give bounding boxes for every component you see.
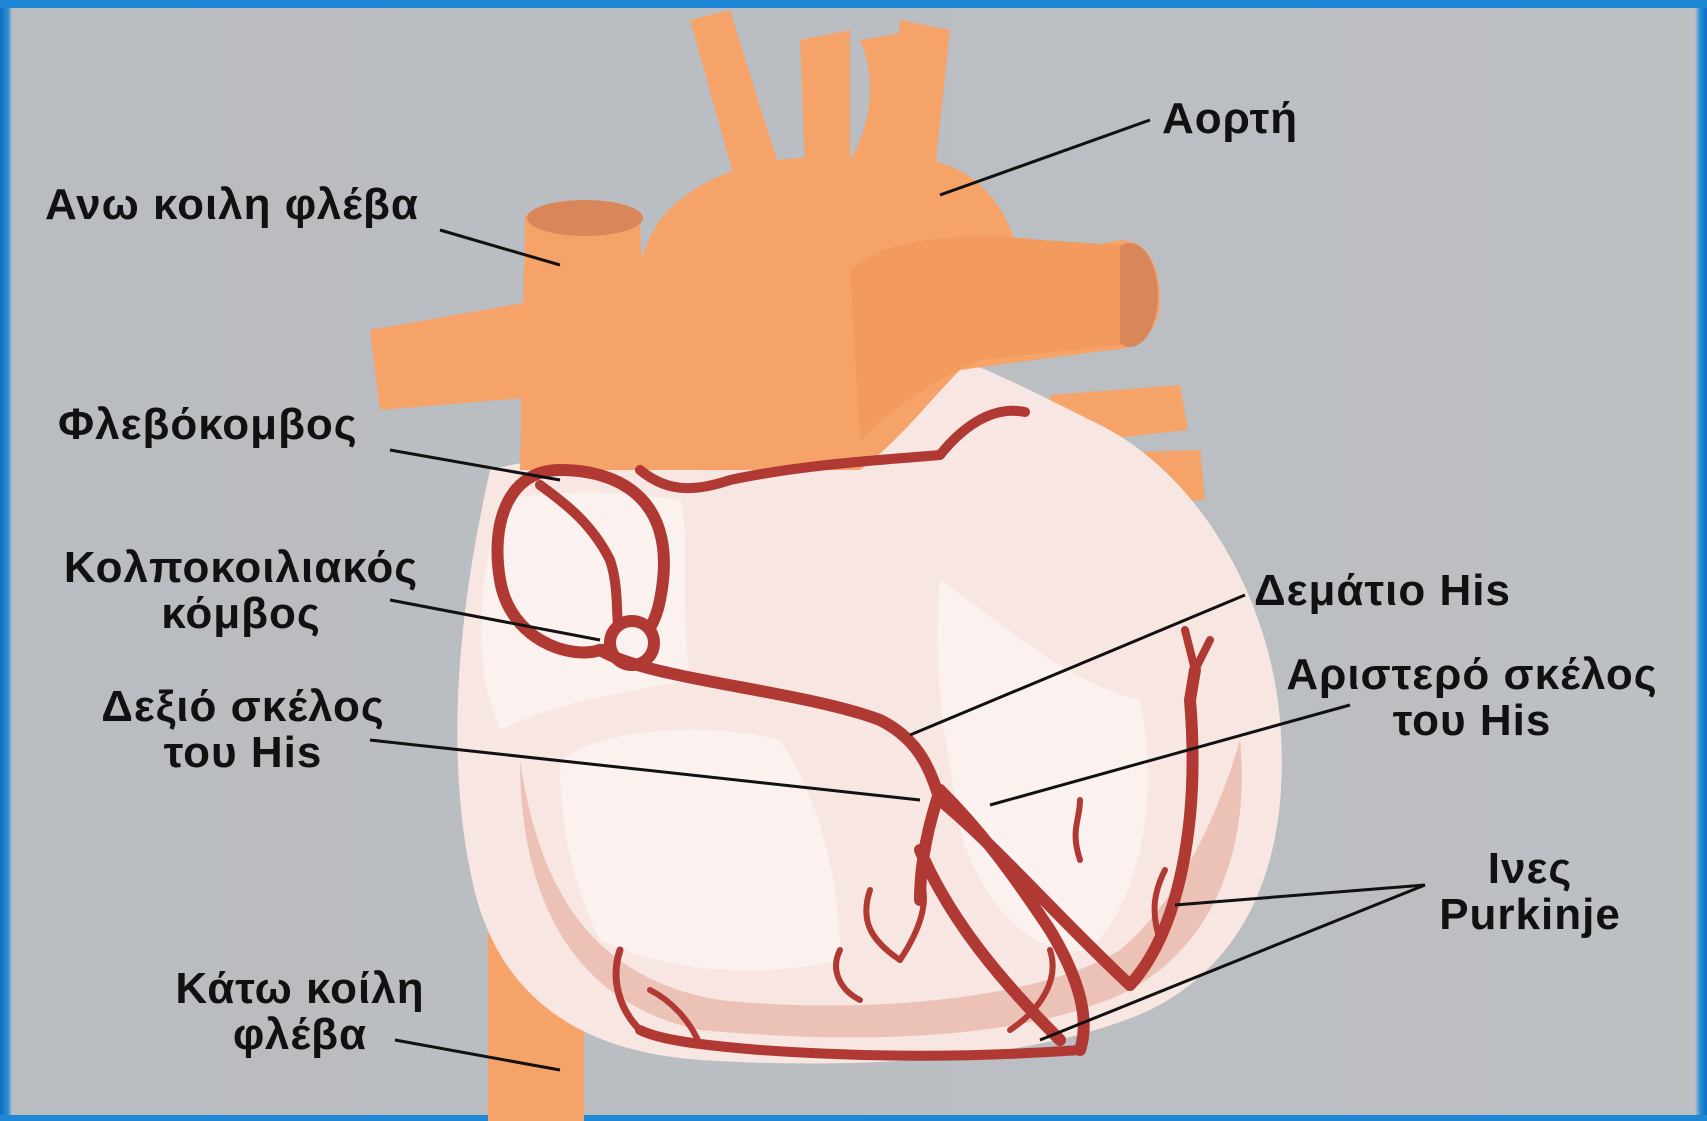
label-inferior-vena-cava: Κάτω κοίλη φλέβα	[150, 966, 450, 1058]
label-sinoatrial-node: Φλεβόκομβος	[58, 402, 358, 448]
label-purkinje-line2: Purkinje	[1420, 892, 1640, 938]
aortic-branch-2	[800, 30, 850, 170]
label-right-branch-line2: του His	[78, 730, 408, 776]
label-left-branch-line1: Αριστερό σκέλος	[1262, 652, 1682, 698]
label-av-node: Κολποκοιλιακός κόμβος	[36, 545, 446, 637]
aortic-branch-1	[690, 10, 780, 180]
label-inferior-vena-cava-line1: Κάτω κοίλη	[150, 966, 450, 1012]
label-av-node-line2: κόμβος	[36, 591, 446, 637]
aortic-branch-3	[890, 20, 950, 170]
label-left-branch: Αριστερό σκέλος του His	[1262, 652, 1682, 744]
label-purkinje-line1: Ινες	[1420, 846, 1640, 892]
label-right-branch-line1: Δεξιό σκέλος	[78, 684, 408, 730]
label-superior-vena-cava: Ανω κοιλη φλέβα	[45, 182, 419, 228]
label-aorta: Αορτή	[1162, 96, 1298, 142]
label-inferior-vena-cava-line2: φλέβα	[150, 1012, 450, 1058]
label-right-branch: Δεξιό σκέλος του His	[78, 684, 408, 776]
label-bundle-his: Δεμάτιο His	[1254, 568, 1511, 614]
superior-vena-cava-opening	[527, 200, 643, 236]
label-purkinje: Ινες Purkinje	[1420, 846, 1640, 938]
label-av-node-line1: Κολποκοιλιακός	[36, 545, 446, 591]
label-left-branch-line2: του His	[1262, 698, 1682, 744]
